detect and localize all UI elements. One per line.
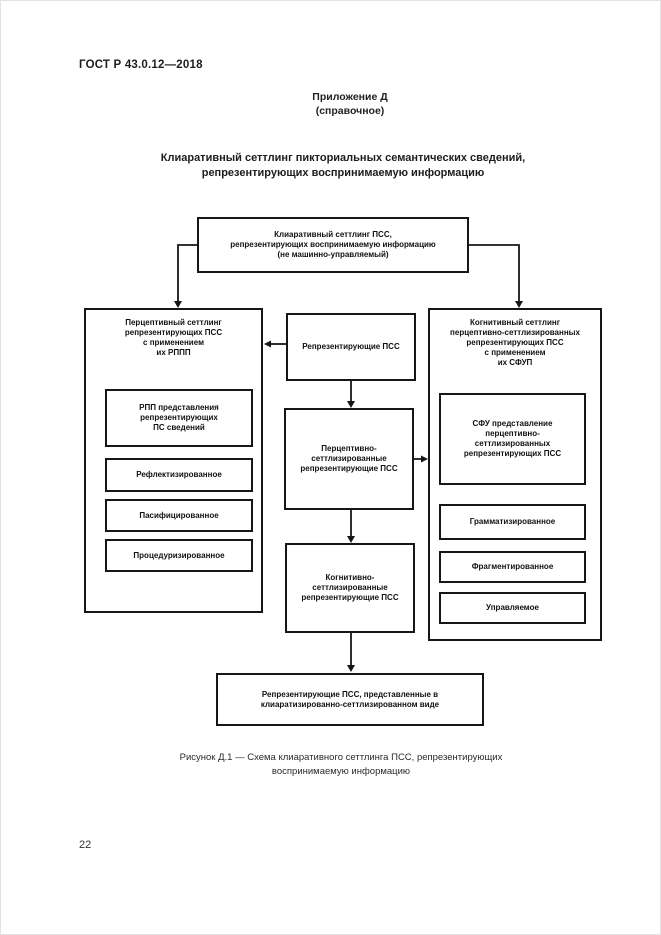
box-pacified: Пасифицированное [105, 499, 253, 532]
arrowhead-down [347, 536, 355, 543]
connector-top-to-left-group [177, 244, 197, 301]
arrowhead-right [421, 455, 428, 463]
arrowhead-down [174, 301, 182, 308]
box-representing-pss: Репрезентирующие ПСС [286, 313, 416, 381]
group-cognitive-settling-label: Когнитивный сеттлинг перцептивно-сеттлиз… [450, 318, 580, 367]
box-cognitive-settled-pss: Когнитивно- сеттлизированные репрезентир… [285, 543, 415, 633]
box-procedurized: Процедуризированное [105, 539, 253, 572]
arrowhead-down [347, 401, 355, 408]
box-result-bottom: Репрезентирующие ПСС, представленные в к… [216, 673, 484, 726]
box-fragmented: Фрагментированное [439, 551, 586, 583]
appendix-label: Приложение Д (справочное) [312, 91, 388, 117]
page-number: 22 [79, 839, 92, 851]
box-sfu-representation: СФУ представление перцептивно- сеттлизир… [439, 393, 586, 485]
figure-caption: Рисунок Д.1 — Схема клиаративного сеттли… [179, 752, 503, 777]
page-title: Клиаративный сеттлинг пикториальных сема… [160, 152, 526, 179]
doc-number: ГОСТ Р 43.0.12—2018 [79, 59, 203, 71]
box-rpp-representation: РПП представления репрезентирующих ПС св… [105, 389, 253, 447]
box-perceptive-settled-pss: Перцептивно- сеттлизированные репрезенти… [284, 408, 414, 510]
box-grammatized: Грамматизированное [439, 504, 586, 540]
arrowhead-down [515, 301, 523, 308]
group-perceptive-settling-label: Перцептивный сеттлинг репрезентирующих П… [124, 318, 223, 357]
box-controlled: Управляемое [439, 592, 586, 624]
arrowhead-down [347, 665, 355, 672]
connector-top-to-right-group [469, 244, 520, 301]
arrowhead-left [264, 340, 271, 348]
box-cliarative-settling-top: Клиаративный сеттлинг ПСС, репрезентирую… [197, 217, 469, 273]
box-reflectized: Рефлектизированное [105, 458, 253, 492]
